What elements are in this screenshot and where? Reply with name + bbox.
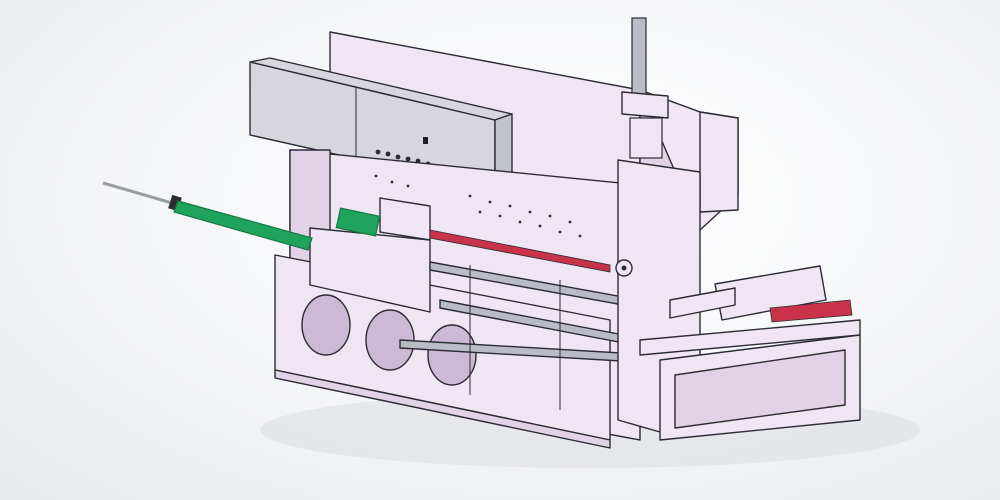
main-frame — [274, 149, 641, 449]
control-box — [249, 57, 513, 232]
side-table — [639, 265, 861, 441]
lamp-slots-icon — [301, 294, 477, 386]
control-buttons-icon — [375, 149, 431, 167]
red-strip — [429, 229, 611, 273]
green-actuator-rod-icon — [102, 181, 381, 251]
